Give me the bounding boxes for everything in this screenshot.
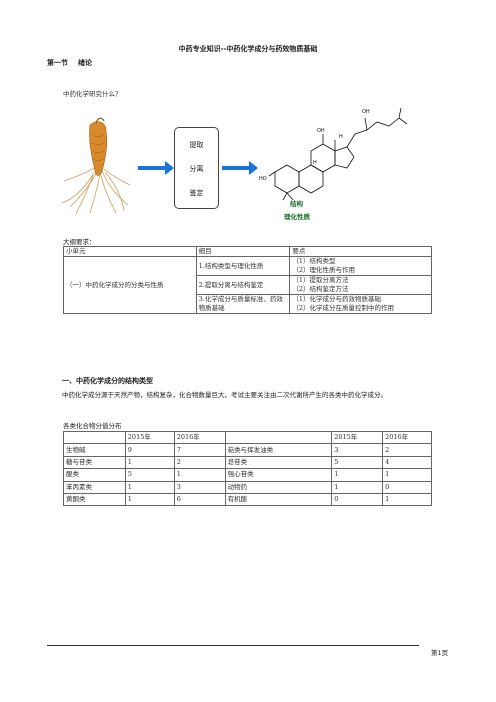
table-cell: 5 xyxy=(331,455,384,470)
atom-label: H xyxy=(313,160,317,166)
steroid-structure-diagram: OH OH H H HO xyxy=(259,107,408,201)
table-cell: 9 xyxy=(124,443,175,457)
atom-label: H xyxy=(339,134,343,140)
intro-question: 中药化学研究什么？ xyxy=(63,90,122,98)
points-cell: （1）结构类型（2）理化性质与作用 xyxy=(289,256,432,276)
header-cell: 要点 xyxy=(289,246,432,257)
table-cell xyxy=(224,430,333,445)
atom-label: HO xyxy=(259,176,267,182)
property-label: 理化性质 xyxy=(284,213,310,221)
table-cell: 2015年 xyxy=(331,430,384,445)
document-title: 中药专业知识--中药化学成分与药效物质基础 xyxy=(178,45,318,53)
table-cell: 7 xyxy=(173,443,226,457)
table-cell: 3 xyxy=(173,480,226,494)
header-cell: 细目 xyxy=(195,246,291,257)
point: （1）结构类型 xyxy=(292,257,336,265)
atom-label: OH xyxy=(317,128,325,134)
table-cell: 苯丙素类 xyxy=(63,480,126,494)
table-cell: 1 xyxy=(382,492,432,507)
table-cell: 2016年 xyxy=(382,430,432,445)
table-cell: 0 xyxy=(382,480,432,494)
table-cell: 3 xyxy=(331,443,384,457)
table-cell: 4 xyxy=(382,455,432,470)
item-cell: 2.提取分离与结构鉴定 xyxy=(195,275,291,295)
table-cell: 强心苷类 xyxy=(224,468,333,482)
table-cell xyxy=(63,430,126,445)
table-cell: 5 xyxy=(124,468,175,482)
step-extract: 提取 xyxy=(189,141,204,149)
section-1-heading: 一、中药化学成分的结构类型 xyxy=(62,377,153,385)
item-cell: 1.结构类型与理化性质 xyxy=(195,256,291,276)
table-cell: 1 xyxy=(124,455,175,470)
structure-label: 结构 xyxy=(290,200,303,208)
table-cell: 有机酸 xyxy=(224,492,333,507)
table-cell: 糖与苷类 xyxy=(63,455,126,470)
point: （2）理化性质与作用 xyxy=(292,266,356,274)
table-cell: 1 xyxy=(124,492,175,507)
atom-label: OH xyxy=(362,109,370,115)
process-box: 提取 分离 鉴定 xyxy=(174,127,219,209)
arrow-right-icon xyxy=(222,161,258,175)
points-cell: （1）化学成分与药效物质基础（2）化学成分在质量控制中的作用 xyxy=(289,294,432,314)
table-cell: 0 xyxy=(331,492,384,507)
step-identify: 鉴定 xyxy=(189,189,204,197)
table-cell: 生物碱 xyxy=(63,443,126,457)
header-cell: 小单元 xyxy=(63,246,197,257)
distribution-label: 各类化合物分值分布 xyxy=(63,422,122,430)
points-cell: （1）提取分离方法（2）结构鉴定方法 xyxy=(289,275,432,295)
unit-cell: （一）中药化学成分的分类与性质 xyxy=(63,256,197,314)
table-cell: 黄酮类 xyxy=(63,492,126,507)
outline-table: 小单元 细目 要点 （一）中药化学成分的分类与性质 1.结构类型与理化性质 （1… xyxy=(63,246,432,314)
table-header-row: 小单元 细目 要点 xyxy=(63,246,432,257)
table-cell: 2016年 xyxy=(173,430,226,445)
table-cell: 2 xyxy=(173,455,226,470)
table-row: （一）中药化学成分的分类与性质 1.结构类型与理化性质 （1）结构类型（2）理化… xyxy=(63,256,432,314)
table-cell: 醌类 xyxy=(63,468,126,482)
outline-label: 大纲要求： xyxy=(63,238,96,246)
table-cell: 2 xyxy=(382,443,432,457)
table-cell: 6 xyxy=(173,492,226,507)
table-cell: 1 xyxy=(124,480,175,494)
footer-divider xyxy=(47,645,419,646)
ginseng-root-image xyxy=(61,117,131,215)
section-number: 第一节 xyxy=(47,59,68,67)
table-row: 3.化学成分与质量标准、药效物质基础 （1）化学成分与药效物质基础（2）化学成分… xyxy=(64,294,432,314)
point: （2）结构鉴定方法 xyxy=(292,285,349,293)
table-cell: 2015年 xyxy=(124,430,175,445)
table-cell: 1 xyxy=(331,480,384,494)
point: （2）化学成分在质量控制中的作用 xyxy=(292,304,395,312)
table-cell: 动物药 xyxy=(224,480,333,494)
section-title: 绪论 xyxy=(78,59,92,67)
arrow-right-icon xyxy=(138,161,174,175)
table-cell: 1 xyxy=(331,468,384,482)
table-cell: 萜类与挥发油类 xyxy=(224,443,333,457)
section-1-paragraph: 中药化学成分源于天然产物，结构复杂，化合物数量巨大。考试主要关注由二次代谢所产生… xyxy=(62,391,387,399)
page-number: 第1页 xyxy=(431,649,449,657)
point: （1）化学成分与药效物质基础 xyxy=(292,295,382,303)
section-heading: 第一节 绪论 xyxy=(47,58,102,68)
point: （1）提取分离方法 xyxy=(292,276,349,284)
step-separate: 分离 xyxy=(189,165,204,173)
table-cell: 1 xyxy=(382,468,432,482)
table-cell: 皂苷类 xyxy=(224,455,333,470)
table-cell: 1 xyxy=(173,468,226,482)
item-cell: 3.化学成分与质量标准、药效物质基础 xyxy=(195,294,291,314)
table-row: 2.提取分离与结构鉴定 （1）提取分离方法（2）结构鉴定方法 xyxy=(64,275,432,295)
